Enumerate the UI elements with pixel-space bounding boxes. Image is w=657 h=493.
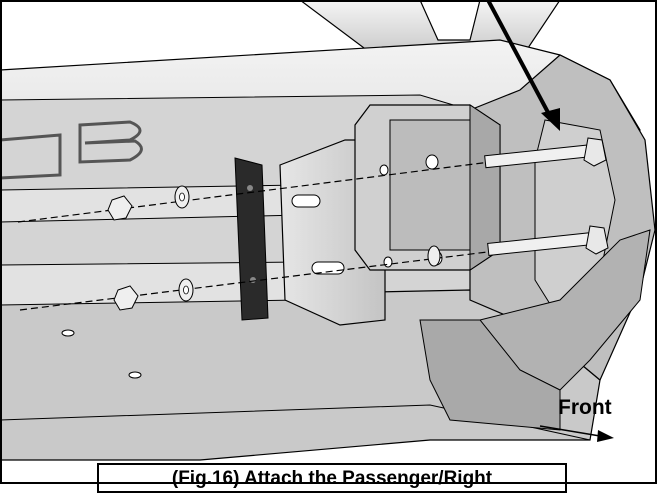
plate-slot-lower (311, 261, 345, 275)
bottom-hole-2 (128, 371, 142, 379)
logo-emboss (0, 120, 143, 180)
bottom-hole-1 (61, 329, 75, 337)
front-label: Front (558, 396, 612, 419)
pointer-arrow-head (541, 108, 560, 131)
figure-caption: (Fig.16) Attach the Passenger/Right (171, 468, 493, 489)
nut-upper-left (107, 195, 133, 221)
washer-lower-left (178, 278, 194, 302)
figure-caption-box: (Fig.16) Attach the Passenger/Right (97, 463, 567, 493)
u-bracket-inner (389, 119, 471, 251)
pointer-arrow (486, 0, 553, 119)
bracket-hole-upper (425, 154, 439, 170)
bumper-lower-facet (419, 319, 561, 431)
bolt-lower (487, 225, 609, 256)
nut-lower-left (113, 285, 139, 311)
plate-slot-upper (291, 194, 321, 208)
spacer-plate-black (234, 157, 269, 321)
washer-upper-left (174, 185, 190, 209)
front-direction-arrow (539, 425, 601, 437)
plate-hole-lower (383, 256, 393, 268)
plate-hole-upper (379, 164, 389, 176)
spacer-hole-upper (247, 185, 253, 191)
bolt-upper (484, 137, 607, 169)
spacer-hole-lower (250, 277, 256, 283)
washer-lower-right (427, 245, 441, 267)
front-direction-arrow-head (597, 430, 614, 442)
